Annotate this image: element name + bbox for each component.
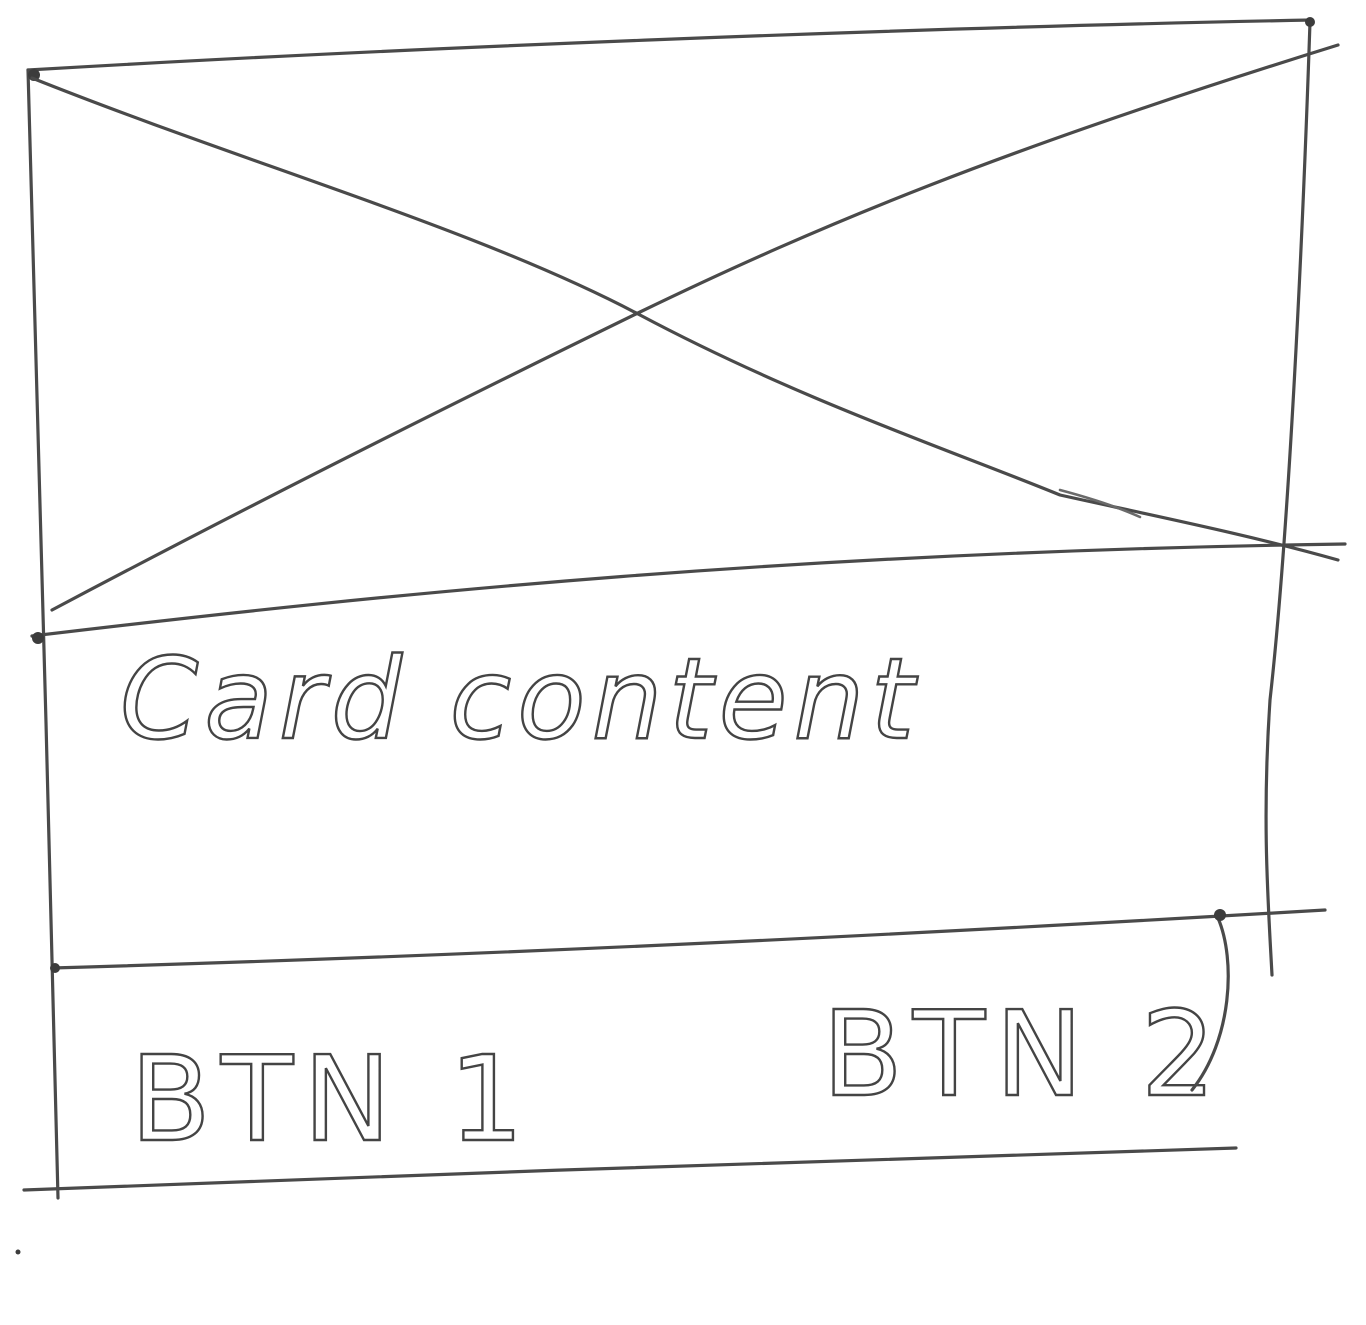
btn2-label[interactable]: BTN 2: [821, 984, 1226, 1124]
btn1-label[interactable]: BTN 1: [129, 1029, 534, 1169]
card-top-edge: [26, 18, 1314, 72]
card-content-area: Card content: [119, 634, 920, 766]
image-divider-line: [30, 542, 1347, 638]
corner-dot-top-right: [1305, 17, 1315, 27]
placeholder-diagonal-2: [50, 43, 1340, 612]
btn2-button[interactable]: BTN 2: [821, 984, 1226, 1124]
card-bottom-edge: [22, 1146, 1238, 1192]
resize-arrow-icon: [1190, 916, 1230, 1092]
divider-dot: [32, 632, 44, 644]
card-left-edge: [26, 68, 60, 1200]
card-content-text: Card content: [120, 635, 920, 765]
card-actions-bar: BTN 1 BTN 2: [50, 908, 1327, 1169]
btn1-button[interactable]: BTN 1: [129, 1029, 534, 1169]
actions-dot: [50, 963, 60, 973]
image-placeholder: [30, 43, 1347, 644]
placeholder-diagonal-1: [30, 76, 1340, 562]
actions-top-line: [50, 908, 1327, 970]
stray-mark: [15, 1249, 21, 1255]
card-right-edge: [1264, 20, 1312, 977]
placeholder-stroke-accent: [1058, 488, 1142, 519]
resize-arrow-head: [1214, 909, 1226, 921]
